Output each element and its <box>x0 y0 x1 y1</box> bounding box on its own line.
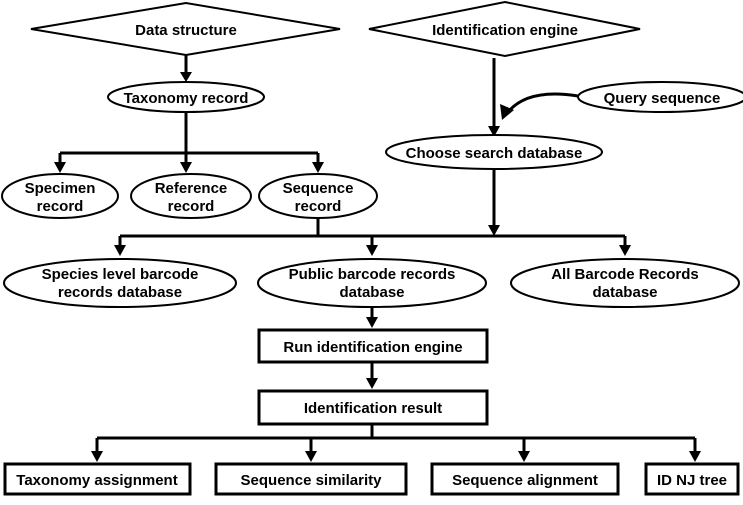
node-label-line-2: record <box>168 198 215 215</box>
arrowhead <box>689 451 701 462</box>
node-choose-search-database: Choose search database <box>385 134 603 170</box>
ellipse-shape <box>1 173 119 219</box>
node-label: Sequence similarity <box>241 472 383 489</box>
arrowhead <box>488 126 500 137</box>
arrowhead <box>114 245 126 256</box>
connectors <box>54 51 701 462</box>
arrowhead <box>500 104 514 120</box>
arrowhead <box>305 451 317 462</box>
diamond-shape <box>368 0 641 58</box>
node-species-level-database: Species level barcode records database <box>3 258 237 308</box>
node-label-line-1: Species level barcode <box>42 266 199 283</box>
arrowhead <box>366 317 378 328</box>
arrowhead <box>518 451 530 462</box>
ellipse-shape <box>385 134 603 170</box>
arrowhead <box>180 72 192 82</box>
ellipse-shape <box>577 81 743 113</box>
node-sequence-alignment: Sequence alignment <box>430 462 620 496</box>
node-label-line-2: record <box>295 198 342 215</box>
node-run-identification-engine: Run identification engine <box>257 328 489 364</box>
node-label: Query sequence <box>604 90 721 107</box>
node-label-line-1: Public barcode records <box>289 266 456 283</box>
ellipse-shape <box>257 258 487 308</box>
node-id-nj-tree: ID NJ tree <box>644 462 740 496</box>
node-reference-record: Reference record <box>130 173 252 219</box>
node-public-database: Public barcode records database <box>257 258 487 308</box>
node-data-structure: Data structure <box>30 1 341 57</box>
box-shape <box>257 389 489 426</box>
box-shape <box>214 462 408 496</box>
box-shape <box>644 462 740 496</box>
node-query-sequence: Query sequence <box>577 81 743 113</box>
arrowhead <box>54 162 66 173</box>
node-taxonomy-assignment: Taxonomy assignment <box>3 462 192 496</box>
node-label: Identification result <box>304 400 442 417</box>
diamond-shape <box>30 1 341 57</box>
node-label: Data structure <box>135 22 237 39</box>
arrowhead <box>366 245 378 256</box>
node-label-line-2: database <box>339 284 404 301</box>
ellipse-shape <box>258 173 378 219</box>
connector-query-curve <box>506 92 579 113</box>
arrowhead <box>488 225 500 236</box>
arrowhead <box>312 162 324 173</box>
node-label-line-2: records database <box>58 284 182 301</box>
node-label: Identification engine <box>432 22 578 39</box>
node-label-line-2: database <box>592 284 657 301</box>
node-specimen-record: Specimen record <box>1 173 119 219</box>
node-sequence-record: Sequence record <box>258 173 378 219</box>
node-label: Taxonomy record <box>124 90 249 107</box>
node-label-line-1: Sequence <box>283 180 354 197</box>
ellipse-shape <box>510 258 740 308</box>
node-identification-result: Identification result <box>257 389 489 426</box>
box-shape <box>257 328 489 364</box>
arrowhead <box>180 162 192 173</box>
node-label: Sequence alignment <box>452 472 598 489</box>
ellipse-shape <box>107 81 265 113</box>
box-shape <box>430 462 620 496</box>
arrowhead <box>619 245 631 256</box>
node-label: ID NJ tree <box>657 472 727 489</box>
node-label: Taxonomy assignment <box>16 472 177 489</box>
arrowhead <box>91 451 103 462</box>
node-all-barcode-database: All Barcode Records database <box>510 258 740 308</box>
node-sequence-similarity: Sequence similarity <box>214 462 408 496</box>
node-label-line-1: Reference <box>155 180 228 197</box>
ellipse-shape <box>3 258 237 308</box>
node-taxonomy-record: Taxonomy record <box>107 81 265 113</box>
box-shape <box>3 462 192 496</box>
arrowhead <box>366 378 378 389</box>
node-label: Run identification engine <box>283 339 462 356</box>
node-label-line-1: Specimen <box>25 180 96 197</box>
node-label-line-2: record <box>37 198 84 215</box>
ellipse-shape <box>130 173 252 219</box>
node-identification-engine: Identification engine <box>368 0 641 58</box>
node-label: Choose search database <box>406 145 583 162</box>
node-label-line-1: All Barcode Records <box>551 266 699 283</box>
